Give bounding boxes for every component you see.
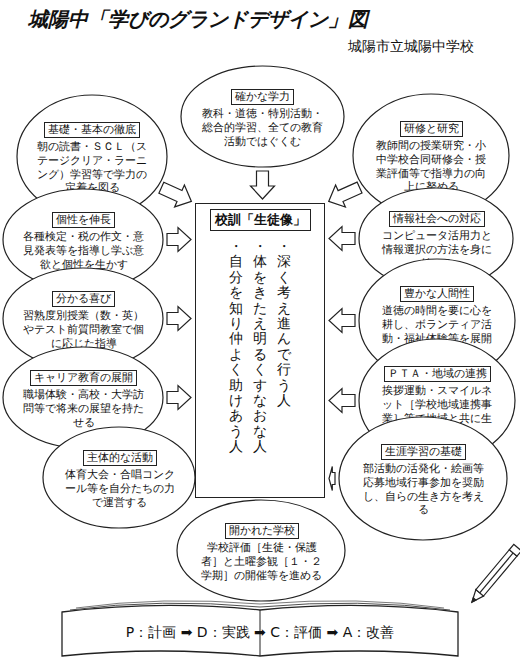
ellipse-content: 確かな学力教科・道徳・特別活動・総合的学習、全ての教育活動ではぐくむ: [200, 85, 325, 148]
policy-text: 教科・道徳・特別活動・総合的学習、全ての教育活動ではぐくむ: [200, 107, 325, 148]
policy-ellipse: 確かな学力教科・道徳・特別活動・総合的学習、全ての教育活動ではぐくむ: [180, 65, 345, 168]
policy-text: 職場体験・高校・大学訪問等で将来の展望を持たせる: [22, 388, 145, 429]
policy-text: 学校評価［生徒・保護者］と土曜参観［１・２学期］の開催等を進める: [197, 541, 326, 582]
policy-heading: 確かな学力: [231, 89, 294, 105]
policy-ellipse: 主体的な活動体育大会・合唱コンクール等を自分たちの力で運営する: [42, 426, 196, 529]
book-cover: [62, 605, 458, 656]
policy-heading: ＰＴＡ・地域の連携: [384, 366, 491, 382]
ellipse-line: [181, 66, 344, 167]
motto-heading: 校訓「生徒像」: [210, 209, 311, 231]
page-title: 城陽中「学びのグランドデザイン」図: [28, 6, 368, 33]
motto-box: 校訓「生徒像」・深く考え進んで行う人・体をきたえ明るくすなおな人・自分を知り仲よ…: [195, 203, 325, 498]
policy-text: 各種検定・税の作文・意見発表等を指導し学ぶ意欲と個性を生かす: [22, 230, 145, 271]
motto-columns: ・深く考え進んで行う人・体をきたえ明るくすなおな人・自分を知り仲よく助けあう人: [196, 239, 324, 454]
policy-text: 部活動の活発化・絵画等応募地域行事参加を奨励し、自らの生き方を考える: [359, 462, 488, 517]
policy-heading: 情報社会への対応: [389, 211, 485, 227]
policy-ellipse: 開かれた学校学校評価［生徒・保護者］と土曜参観［１・２学期］の開催等を進める: [176, 499, 346, 602]
ellipse-line: [43, 427, 195, 528]
ellipse-content: 主体的な活動体育大会・合唱コンクール等を自分たちの力で運営する: [61, 446, 178, 509]
block-arrow: [329, 467, 335, 491]
policy-heading: 分かる喜び: [52, 291, 115, 307]
policy-text: 朝の読書・ＳＣＬ（ステージクリア・ラーニング）学習等で学力の定着を図る: [34, 140, 150, 195]
ellipse-content: 生涯学習の基礎部活動の活発化・絵画等応募地域行事参加を奨励し、自らの生き方を考え…: [359, 440, 488, 517]
ellipse-content: キャリア教育の展開職場体験・高校・大学訪問等で将来の展望を持たせる: [22, 366, 145, 429]
motto-line: ・体をきたえ明るくすなおな人: [253, 239, 267, 454]
block-arrow: [167, 386, 191, 410]
pdca-cycle: P：計画 ➡ D：実践 ➡ C：評価 ➡ A：改善: [126, 624, 394, 640]
block-arrow: [329, 309, 355, 333]
policy-heading: 生涯学習の基礎: [381, 444, 466, 460]
block-arrow: [167, 228, 191, 252]
policy-heading: 主体的な活動: [83, 450, 157, 466]
ellipse-content: 研修と研究教師間の授業研究・小中学校合同研修会・授業評価等で指導力の向上に努める: [371, 117, 491, 194]
block-arrow: [329, 389, 355, 413]
motto-line: ・自分を知り仲よく助けあう人: [229, 239, 243, 454]
ellipse-content: 分かる喜び習熟度別授業（数・英）やテスト前質問教室で個に応じた指導: [22, 287, 145, 350]
policy-text: 習熟度別授業（数・英）やテスト前質問教室で個に応じた指導: [22, 309, 145, 350]
motto-line: ・深く考え進んで行う人: [277, 239, 291, 454]
policy-text: 体育大会・合唱コンクール等を自分たちの力で運営する: [61, 468, 178, 509]
pdca-book: P：計画 ➡ D：実践 ➡ C：評価 ➡ A：改善: [60, 598, 460, 660]
school-name: 城陽市立城陽中学校: [348, 38, 474, 56]
block-arrow: [251, 171, 275, 199]
block-arrow: [329, 227, 355, 251]
ellipse-content: 個性を伸長各種検定・税の作文・意見発表等を指導し学ぶ意欲と個性を生かす: [22, 208, 145, 271]
pdca-content: P：計画 ➡ D：実践 ➡ C：評価 ➡ A：改善: [60, 622, 460, 642]
policy-text: 教師間の授業研究・小中学校合同研修会・授業評価等で指導力の向上に努める: [371, 139, 491, 194]
policy-ellipse: 生涯学習の基礎部活動の活発化・絵画等応募地域行事参加を奨励し、自らの生き方を考え…: [338, 416, 508, 541]
policy-heading: 豊かな人間性: [400, 286, 474, 302]
policy-heading: 研修と研究: [400, 121, 463, 137]
ellipse-content: 基礎・基本の徹底朝の読書・ＳＣＬ（ステージクリア・ラーニング）学習等で学力の定着…: [34, 118, 150, 195]
ellipse-content: 開かれた学校学校評価［生徒・保護者］と土曜参観［１・２学期］の開催等を進める: [197, 519, 326, 582]
book-page-edge: [76, 601, 444, 608]
block-arrow: [329, 182, 362, 207]
policy-heading: 開かれた学校: [225, 523, 299, 539]
ellipse-line: [177, 500, 345, 601]
block-arrow: [167, 307, 191, 331]
block-arrow: [159, 182, 192, 207]
policy-heading: 個性を伸長: [52, 212, 115, 228]
policy-heading: 基礎・基本の徹底: [44, 122, 140, 138]
policy-heading: キャリア教育の展開: [30, 370, 137, 386]
ellipse-line: [339, 417, 507, 540]
